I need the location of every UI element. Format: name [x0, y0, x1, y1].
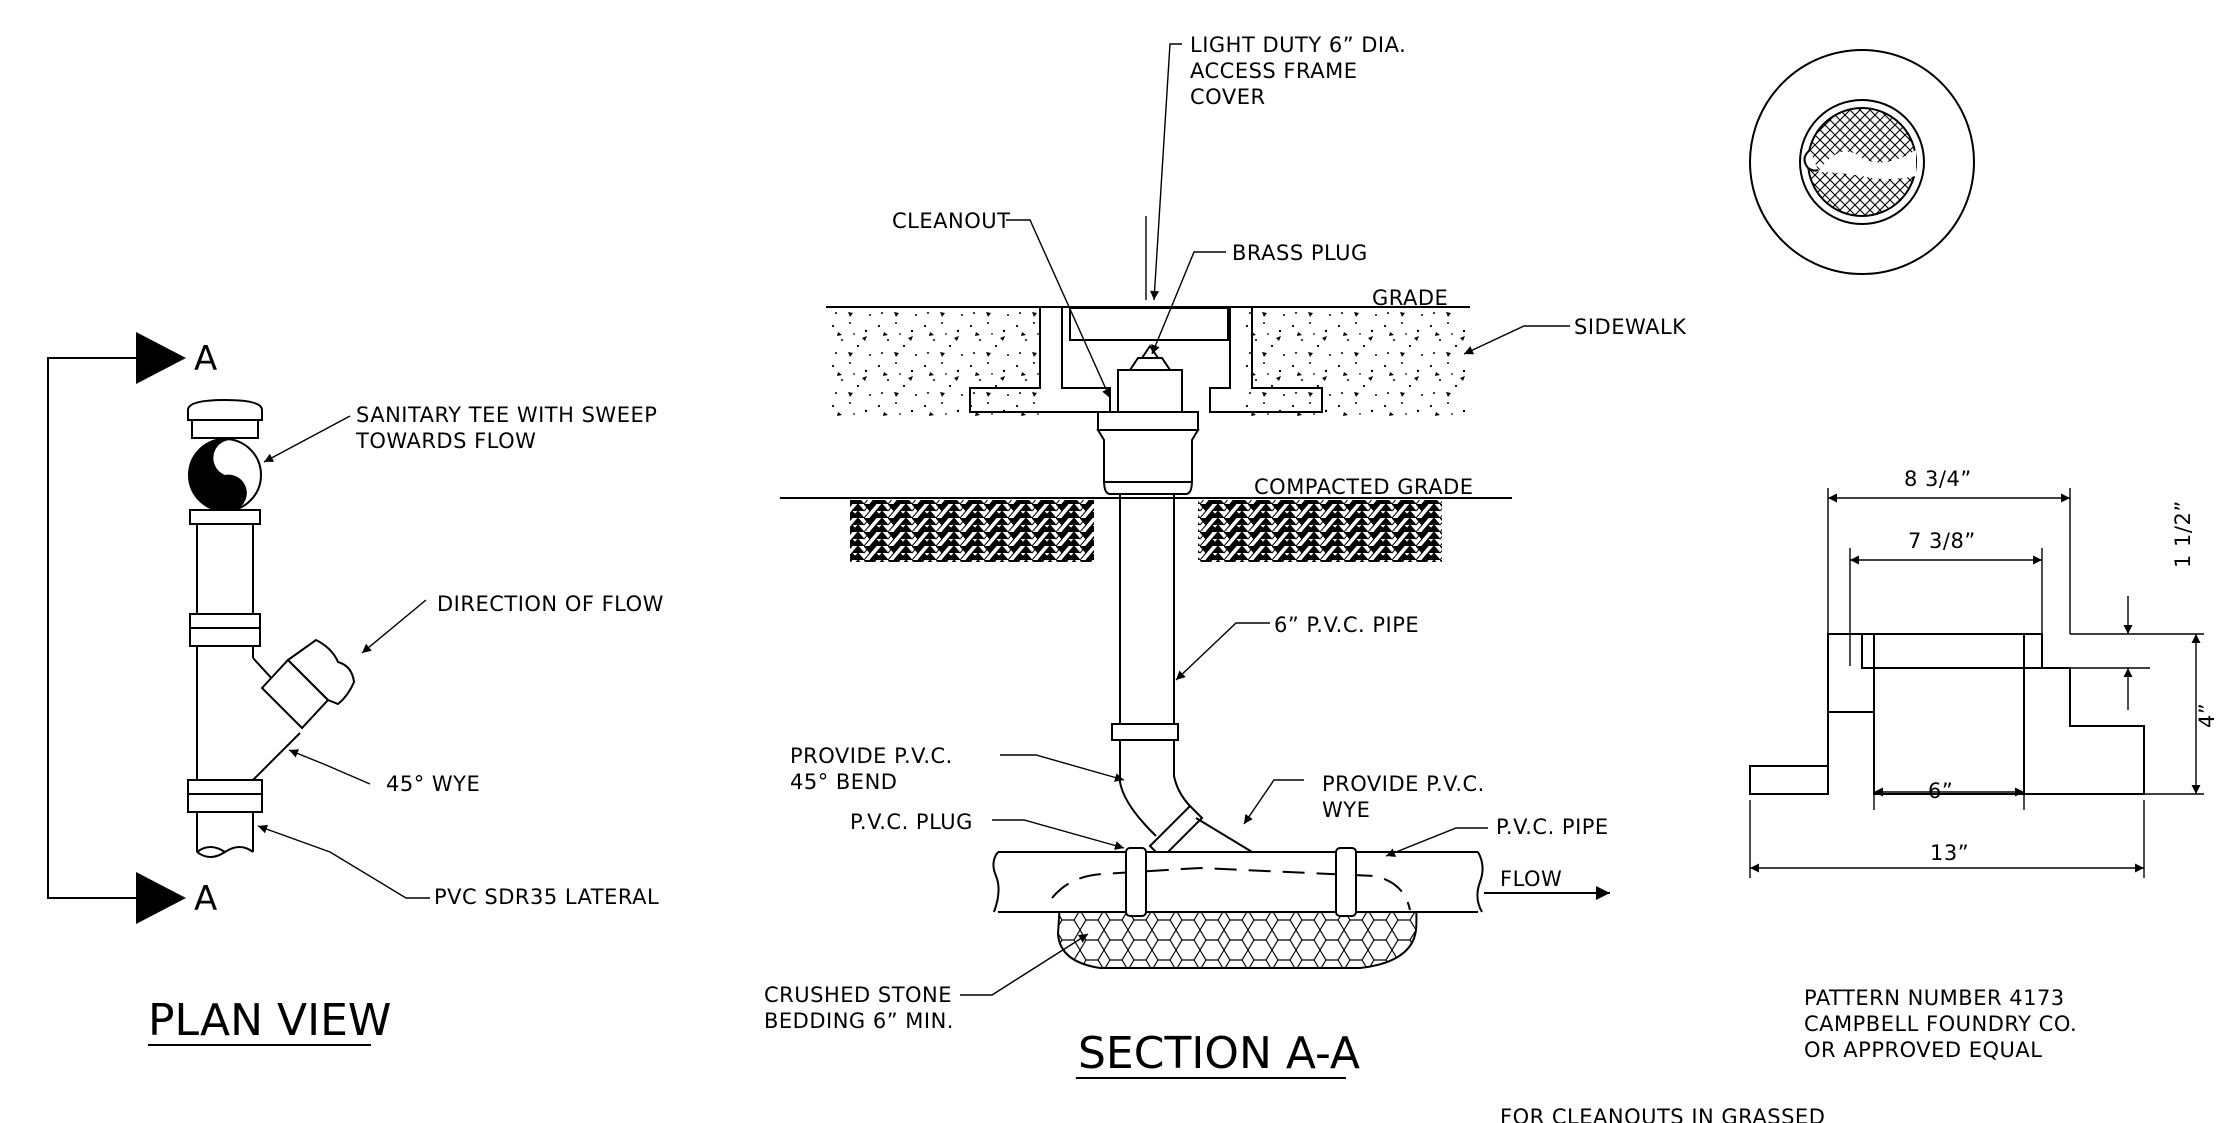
compacted-grade-left: [850, 500, 1094, 562]
label-sanitary-tee-1: SANITARY TEE WITH SWEEP: [356, 403, 657, 427]
frame-section-detail: 8 3/4” 7 3/8” 1 1/2” 4” 6” 13” PATTERN N…: [1749, 467, 2218, 1062]
note-pattern-1: PATTERN NUMBER 4173: [1804, 986, 2065, 1010]
label-sanitary-tee-2: TOWARDS FLOW: [355, 429, 536, 453]
dim-overall: 13”: [1930, 841, 1969, 865]
label-pvc-pipe: P.V.C. PIPE: [1496, 815, 1609, 839]
label-pvc-pipe-6: 6” P.V.C. PIPE: [1274, 613, 1419, 637]
compacted-grade-right: [1198, 500, 1442, 562]
label-bedding-2: BEDDING 6” MIN.: [764, 1009, 954, 1033]
frame-plan-detail: [1749, 49, 1975, 275]
sidewalk-concrete-left: [826, 308, 1040, 416]
section-marker-top: A: [194, 339, 217, 379]
section-cut-line: A A: [47, 332, 217, 924]
dim-outer-top: 8 3/4”: [1904, 467, 1972, 491]
label-bedding-1: CRUSHED STONE: [764, 983, 952, 1007]
plan-pipe: [187, 398, 356, 858]
label-pvc-plug: P.V.C. PLUG: [850, 810, 973, 834]
note-pattern-3: OR APPROVED EQUAL: [1804, 1038, 2042, 1062]
dim-opening: 6”: [1928, 779, 1953, 803]
plan-view: A A: [47, 332, 664, 1046]
plan-view-title: PLAN VIEW: [148, 995, 391, 1046]
label-cleanout: CLEANOUT: [892, 209, 1010, 233]
section-a-a: LIGHT DUTY 6” DIA. ACCESS FRAME COVER CL…: [764, 33, 1687, 1079]
label-compacted-grade: COMPACTED GRADE: [1254, 475, 1474, 499]
label-grade: GRADE: [1372, 286, 1448, 310]
dim-height: 4”: [2195, 703, 2218, 728]
label-wye-2: WYE: [1322, 798, 1370, 822]
label-flow: FLOW: [1500, 867, 1562, 891]
label-sidewalk: SIDEWALK: [1574, 315, 1687, 339]
main-pipe: [992, 847, 1484, 917]
label-access-frame-3: COVER: [1190, 85, 1266, 109]
label-access-frame-2: ACCESS FRAME: [1190, 59, 1358, 83]
section-title: SECTION A-A: [1078, 1028, 1360, 1079]
dim-thickness: 1 1/2”: [2171, 500, 2195, 568]
label-lateral: PVC SDR35 LATERAL: [434, 885, 659, 909]
section-marker-bottom: A: [194, 879, 217, 919]
label-45-wye: 45° WYE: [386, 772, 480, 796]
brass-plug: [1117, 344, 1183, 413]
label-brass-plug: BRASS PLUG: [1232, 241, 1368, 265]
note-pattern-2: CAMPBELL FOUNDRY CO.: [1804, 1012, 2077, 1036]
sidewalk-concrete-right: [1240, 308, 1466, 416]
dim-inner-top: 7 3/8”: [1908, 529, 1976, 553]
access-cover: [1069, 307, 1229, 341]
label-bend-1: PROVIDE P.V.C.: [790, 744, 953, 768]
label-bend-2: 45° BEND: [790, 770, 897, 794]
footer-note: FOR CLEANOUTS IN GRASSED: [1500, 1105, 1825, 1123]
label-direction-of-flow: DIRECTION OF FLOW: [437, 592, 664, 616]
label-wye-1: PROVIDE P.V.C.: [1322, 772, 1485, 796]
label-access-frame-1: LIGHT DUTY 6” DIA.: [1190, 33, 1406, 57]
